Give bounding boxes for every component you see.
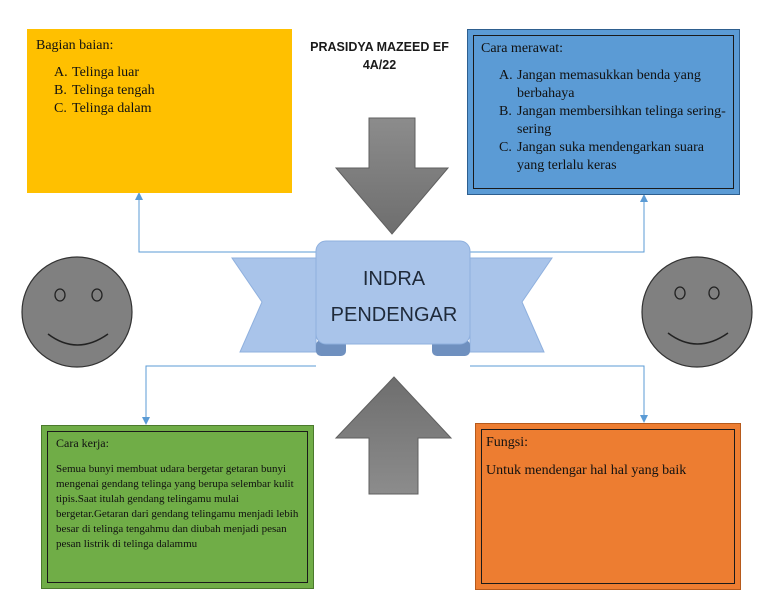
list-marker: B. (499, 104, 512, 119)
up-arrow-icon (334, 376, 453, 495)
smiley-face-icon (21, 256, 133, 368)
list-marker: C. (54, 101, 67, 116)
list-item: A. Jangan memasukkan benda yang berbahaya (499, 67, 729, 103)
parts-list: A. Telinga luar B. Telinga tengah C. Teling… (54, 64, 284, 118)
list-item: A. Telinga luar (54, 64, 284, 82)
function-heading: Fungsi: (486, 435, 529, 450)
list-marker: B. (54, 83, 67, 98)
howitworks-box-frame: Cara kerja: Semua bunyi membuat udara be… (47, 431, 308, 583)
smiley-face-icon (641, 256, 753, 368)
list-marker: A. (54, 65, 68, 80)
down-arrow-icon (334, 117, 450, 235)
list-item-text: Jangan membersihkan telinga sering-serin… (517, 104, 726, 137)
list-item: C. Telinga dalam (54, 100, 284, 118)
list-marker: A. (499, 68, 513, 83)
parts-box: Bagian baian: A. Telinga luar B. Telinga t… (27, 29, 292, 193)
list-item-text: Jangan suka mendengarkan suara yang terl… (517, 140, 704, 173)
banner-title-line1: INDRA (362, 268, 426, 290)
list-marker: C. (499, 140, 512, 155)
parts-heading: Bagian baian: (36, 38, 114, 53)
function-body: Untuk mendengar hal hal yang baik (486, 463, 687, 478)
care-box: Cara merawat: A. Jangan memasukkan benda … (467, 29, 740, 195)
connector-arrow-icon (135, 192, 648, 425)
care-box-frame: Cara merawat: A. Jangan memasukkan benda … (473, 35, 734, 189)
list-item-text: Telinga luar (72, 65, 140, 80)
author-class: 4A/22 (362, 58, 397, 72)
howitworks-heading: Cara kerja: (56, 436, 109, 450)
list-item: B. Telinga tengah (54, 82, 284, 100)
banner-title-line2: PENDENGAR (330, 304, 458, 326)
list-item: C. Jangan suka mendengarkan suara yang te… (499, 139, 729, 175)
banner-ribbon (231, 240, 553, 356)
care-heading: Cara merawat: (481, 41, 564, 56)
author-name: PRASIDYA MAZEED EF (310, 40, 449, 54)
list-item-text: Telinga tengah (72, 83, 155, 98)
function-box: Fungsi: Untuk mendengar hal hal yang bai… (475, 423, 741, 590)
function-box-frame: Fungsi: Untuk mendengar hal hal yang bai… (481, 429, 735, 584)
list-item: B. Jangan membersihkan telinga sering-ser… (499, 103, 729, 139)
list-item-text: Jangan memasukkan benda yang berbahaya (517, 68, 701, 101)
list-item-text: Telinga dalam (72, 101, 152, 116)
author-header: PRASIDYA MAZEED EF 4A/22 (292, 38, 467, 74)
howitworks-body: Semua bunyi membuat udara bergetar getar… (56, 463, 299, 550)
howitworks-box: Cara kerja: Semua bunyi membuat udara be… (41, 425, 314, 589)
care-list: A. Jangan memasukkan benda yang berbahaya… (499, 67, 729, 175)
